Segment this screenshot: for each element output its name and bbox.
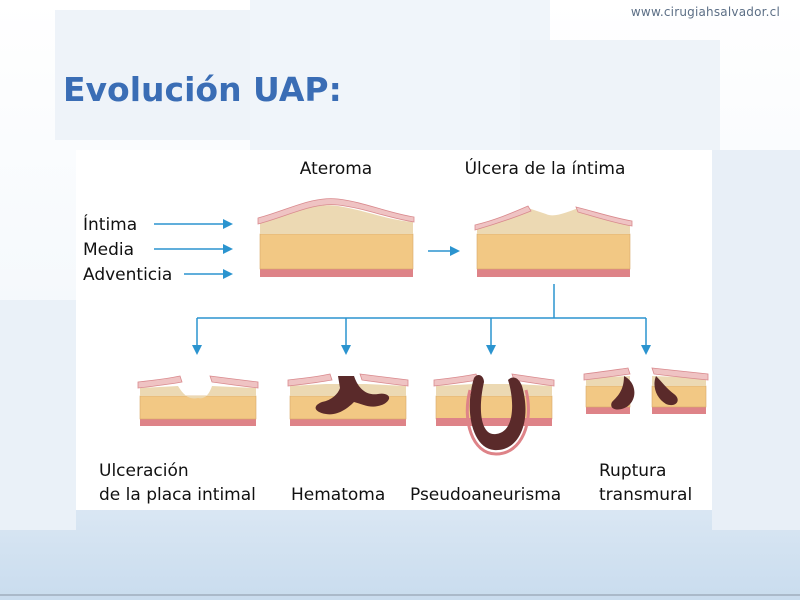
intima-right	[511, 373, 555, 387]
intima-right	[209, 375, 259, 389]
media-layer	[435, 395, 553, 420]
adventitia-layer	[140, 418, 256, 426]
pseudoaneurysm-sac	[469, 375, 526, 451]
media-layer	[476, 233, 631, 270]
ulceracion-illustration	[137, 375, 259, 426]
label-media: Media	[83, 240, 134, 260]
pseudoaneurisma-illustration	[433, 373, 555, 456]
intima-right	[359, 373, 409, 387]
background-ghost-block	[250, 0, 550, 150]
footer-divider	[0, 594, 800, 596]
background-ghost-block	[0, 300, 76, 530]
rupture-blood-right	[654, 376, 678, 406]
pseudoaneurysm-outer-wall	[465, 389, 530, 456]
slide-title: Evolución UAP:	[63, 70, 342, 109]
ulcer-crater-plaque	[140, 386, 256, 399]
background-ghost-block	[520, 40, 720, 150]
intima-layer	[257, 198, 415, 225]
label-adventicia: Adventicia	[83, 265, 172, 285]
ateroma-wall-illustration	[257, 198, 415, 277]
ulcera-wall-illustration	[474, 205, 633, 277]
hematoma-blood	[315, 376, 390, 415]
adventitia-layer	[477, 268, 630, 277]
site-url: www.cirugiahsalvador.cl	[630, 5, 780, 19]
media-layer	[139, 395, 257, 420]
adventitia-layer	[586, 406, 630, 414]
branch-connector	[192, 284, 651, 355]
intima-left	[287, 373, 333, 387]
intima-right	[575, 206, 633, 227]
label-intima: Íntima	[83, 213, 137, 235]
ruptura-illustration	[583, 367, 709, 414]
outcome-label-ulceracion: de la placa intimal	[99, 485, 256, 505]
adventitia-layer	[436, 418, 552, 426]
plaque-layer	[436, 384, 552, 396]
outcome-label-ulceracion: Ulceración	[99, 461, 189, 481]
outcome-label-ruptura: Ruptura	[599, 461, 666, 481]
media-layer	[259, 233, 414, 270]
intima-left	[137, 375, 183, 389]
stage-title-ateroma: Ateroma	[300, 159, 372, 179]
background-ghost-block	[712, 150, 800, 530]
outcome-label-ruptura: transmural	[599, 485, 692, 505]
adventitia-layer	[652, 406, 706, 414]
atheroma-plaque	[260, 205, 413, 234]
outcome-label-pseudoaneurisma: Pseudoaneurisma	[410, 485, 561, 505]
intima-right	[651, 367, 709, 381]
adventitia-layer	[260, 268, 413, 277]
outcome-label-hematoma: Hematoma	[291, 485, 385, 505]
rupture-blood-left	[611, 376, 635, 410]
intima-left	[474, 205, 532, 231]
hematoma-illustration	[287, 373, 409, 426]
uap-evolution-diagram: Íntima Media Adventicia Ateroma Úlcera d…	[76, 150, 712, 510]
stage-title-ulcera: Úlcera de la íntima	[465, 157, 626, 179]
intima-left	[583, 367, 631, 381]
adventitia-layer	[290, 418, 406, 426]
